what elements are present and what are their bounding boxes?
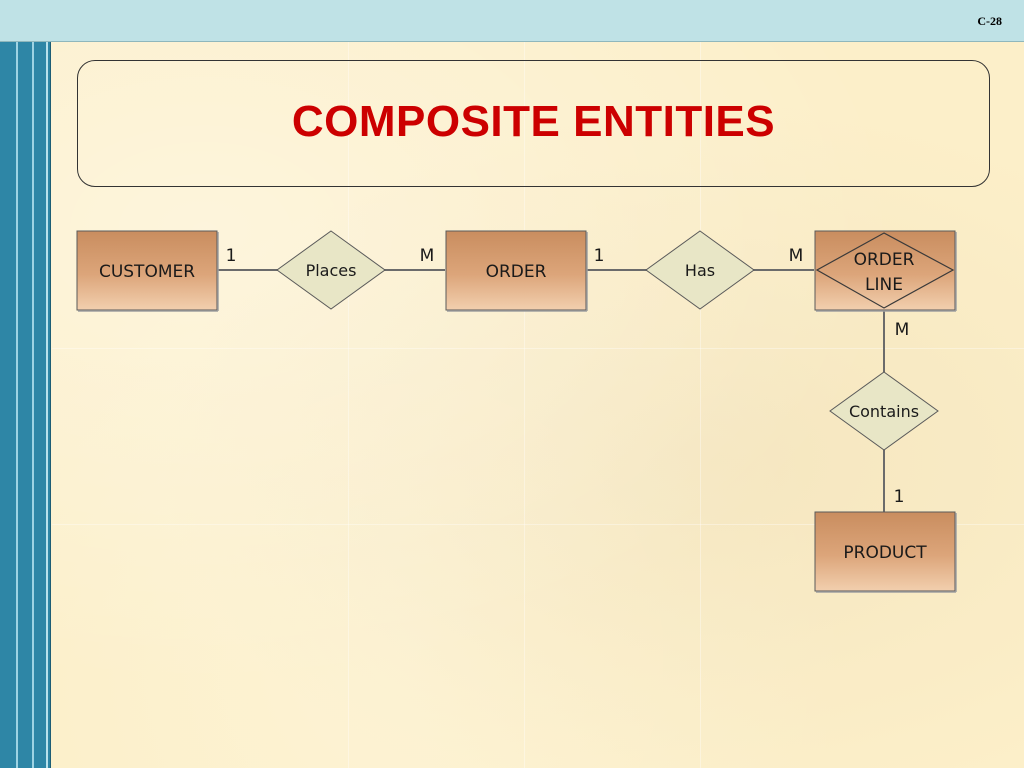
relationship-contains: Contains [829,371,939,451]
entity-order-line: ORDER LINE [814,230,957,312]
relationship-has-label: Has [685,261,715,280]
cardinality-has-order-line: M [789,246,804,266]
cardinality-customer-places: 1 [226,246,237,266]
cardinality-places-order: M [420,246,435,266]
relationship-contains-label: Contains [849,402,919,421]
cardinality-order-line-contains: M [895,320,910,340]
entity-customer-label: CUSTOMER [99,262,195,282]
background-grid-line [52,524,1024,525]
top-band: C-28 [0,0,1024,42]
left-decorative-bar [0,42,51,768]
cardinality-contains-product: 1 [894,487,905,507]
entity-product-label: PRODUCT [843,543,927,563]
entity-order-label: ORDER [486,262,547,282]
entity-product: PRODUCT [814,511,957,593]
background-grid-line [52,348,1024,349]
left-bar-stripe [16,42,18,768]
background-grid-line [700,42,701,768]
title-box: COMPOSITE ENTITIES [77,60,990,187]
background-grid-line [524,42,525,768]
entity-customer: CUSTOMER [76,230,219,312]
relationship-places: Places [276,230,386,310]
slide-number: C-28 [977,14,1002,28]
entity-order-line-label-line2: LINE [865,275,903,295]
relationship-places-label: Places [306,261,357,280]
cardinality-order-has: 1 [594,246,605,266]
background-grid-line [348,42,349,768]
relationship-has: Has [645,230,755,310]
entity-order-line-label-line1: ORDER [854,250,915,270]
left-bar-stripe [32,42,34,768]
slide-title: COMPOSITE ENTITIES [291,96,776,146]
left-bar-stripe [46,42,48,768]
entity-order: ORDER [445,230,588,312]
